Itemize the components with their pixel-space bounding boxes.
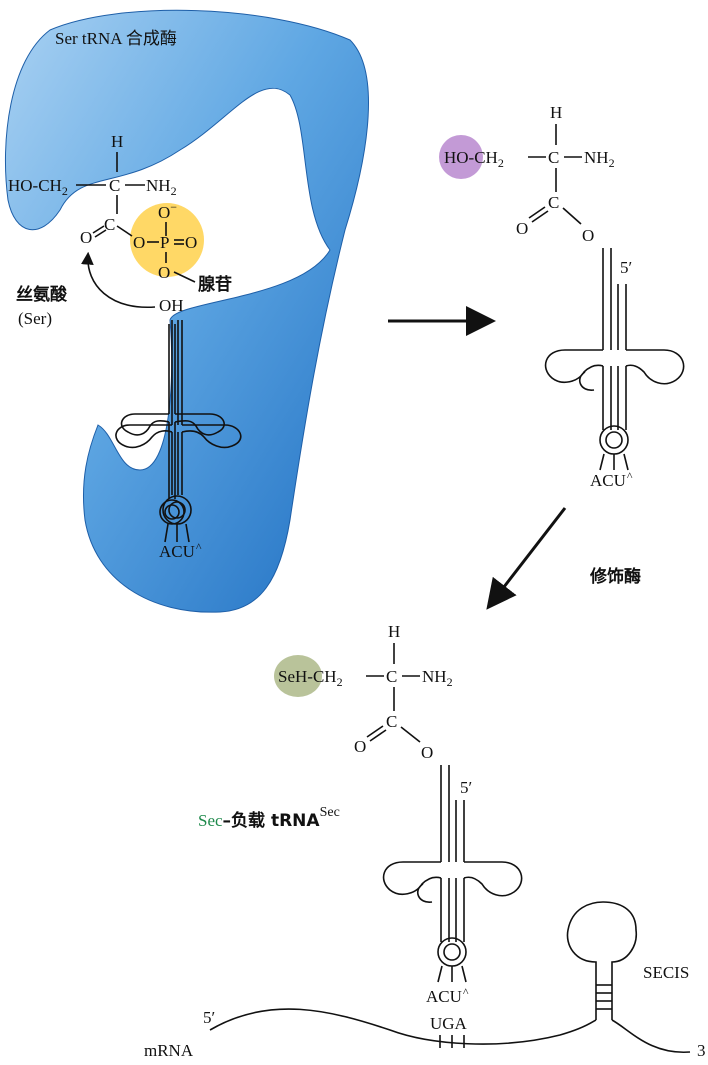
hydroxyl-label: OH	[159, 296, 184, 315]
phosphate-eq-o: O	[185, 233, 197, 252]
enzyme-label: Ser tRNA 合成酶	[55, 29, 177, 48]
adenosine-label: 腺苷	[198, 274, 232, 295]
amine-group-3: NH2	[422, 667, 453, 689]
carbonyl-oxygen-3: O	[354, 737, 366, 756]
mrna-label: mRNA	[144, 1041, 194, 1060]
alpha-carbon-2: C	[548, 148, 559, 167]
phosphate-o-left: O	[133, 233, 145, 252]
panel-seryl-trna: H HO-CH2 C NH2 C O O 5′ ACU^	[439, 103, 685, 490]
five-prime-3: 5′	[460, 778, 472, 797]
carboxyl-carbon: C	[104, 215, 115, 234]
ester-oxygen-3: O	[421, 743, 433, 762]
alpha-hydrogen: H	[111, 132, 123, 151]
alpha-hydrogen-2: H	[550, 103, 562, 122]
side-group-3: SeH-CH2	[278, 667, 343, 689]
panel-sec-trna: H SeH-CH2 C NH2 C O O 5′ Sec–负载 tRNASec …	[144, 622, 706, 1060]
trna-1-detail	[115, 320, 242, 543]
phosphate-p: P	[160, 233, 169, 252]
anticodon-2: ACU^	[590, 469, 633, 490]
step-arrow-2	[486, 507, 567, 610]
trna-3	[382, 765, 523, 983]
alpha-hydrogen-3: H	[388, 622, 400, 641]
selenol-highlight	[274, 655, 322, 697]
mrna-strand	[209, 1008, 691, 1053]
trna-1	[120, 324, 225, 525]
phosphate-o-minus: O−	[158, 200, 177, 222]
ser-abbreviation: (Ser)	[18, 309, 52, 328]
sec-trna-label: Sec–负载 tRNASec	[198, 805, 340, 831]
panel-serine-loading: Ser tRNA 合成酶 H HO-CH2 C NH2 C O O− O P O…	[4, 9, 369, 613]
serine-label: 丝氨酸	[16, 284, 68, 305]
secis-element	[566, 901, 637, 1020]
modifying-enzyme-label: 修饰酶	[589, 566, 641, 587]
secis-label: SECIS	[643, 963, 689, 982]
carbonyl-oxygen: O	[80, 228, 92, 247]
anticodon-3: ACU^	[426, 985, 469, 1006]
uga-codon: UGA	[430, 1014, 468, 1033]
anticodon-1: ACU^	[159, 540, 202, 561]
mrna-three-prime: 3	[697, 1041, 706, 1060]
ser-trna-synthetase-enzyme	[4, 9, 369, 613]
trna-2	[544, 248, 685, 471]
attack-arrow	[80, 251, 156, 308]
side-group-2: HO-CH2	[444, 148, 504, 170]
phosphate-o-bottom: O	[158, 263, 170, 282]
ester-oxygen-2: O	[582, 226, 594, 245]
hydroxyl-highlight	[439, 135, 483, 179]
amine-group-2: NH2	[584, 148, 615, 170]
carboxyl-carbon-3: C	[386, 712, 397, 731]
mrna-five-prime: 5′	[203, 1008, 215, 1027]
alpha-carbon-3: C	[386, 667, 397, 686]
five-prime-2: 5′	[620, 258, 632, 277]
phosphate-highlight	[130, 203, 204, 277]
carbonyl-oxygen-2: O	[516, 219, 528, 238]
side-group: HO-CH2	[8, 176, 68, 198]
carboxyl-carbon-2: C	[548, 193, 559, 212]
alpha-carbon: C	[109, 176, 120, 195]
amine-group: NH2	[146, 176, 177, 198]
